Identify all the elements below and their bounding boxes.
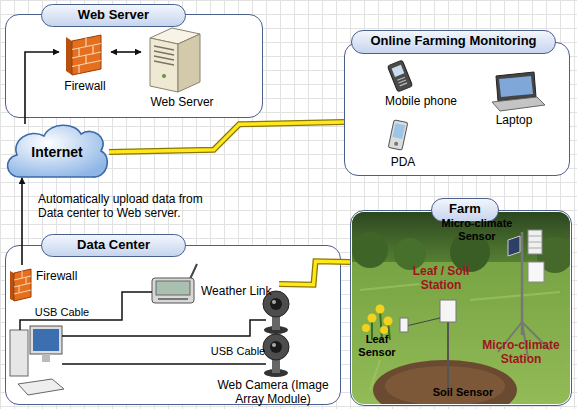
node-label: Firewall	[36, 269, 86, 285]
wireless-link	[109, 122, 344, 152]
panel-heading: Data Center	[41, 234, 186, 257]
node-label: Internet	[5, 143, 109, 161]
photo-callout: Leaf / Soil Station	[404, 264, 478, 292]
edge-label: Automatically upload data from Data cent…	[38, 192, 228, 220]
panel-heading: Online Farming Monitoring	[351, 30, 556, 54]
firewall-node: Firewall	[11, 265, 87, 303]
panel-group: Data CenterFirewallWeather LinkWeb Camer…	[5, 245, 341, 405]
device-node: Weather Link	[147, 263, 287, 307]
panel-group: Online Farming MonitoringMobile phoneLap…	[344, 42, 570, 176]
cable-label: USB Cable	[206, 345, 270, 358]
node-label: PDA	[381, 155, 425, 171]
panel-heading: Web Server	[41, 4, 186, 27]
photo-callout: Soil Sensor	[426, 386, 500, 399]
photo-callout: Micro-climate Station	[476, 338, 566, 366]
photo-callout: Micro-climate Sensor	[434, 217, 520, 243]
wireless-link	[109, 122, 344, 152]
device-node: PDA	[381, 119, 425, 171]
device-node: Laptop	[481, 71, 547, 125]
node-label: Weather Link	[201, 284, 285, 300]
node-label: Web Server	[135, 95, 229, 111]
firewall-node: Firewall	[59, 31, 111, 97]
photo-callout: Leaf Sensor	[354, 333, 400, 359]
device-node: Mobile phone	[373, 59, 469, 109]
server-node: Web Server	[141, 29, 223, 111]
wireless-link	[109, 122, 344, 152]
node-label: Mobile phone	[376, 94, 466, 110]
cloud-node: Internet	[5, 124, 109, 178]
node-label: Firewall	[51, 79, 119, 95]
panel-group: Web ServerFirewallWeb Server	[5, 14, 263, 118]
node-label: Laptop	[482, 113, 546, 129]
cable-label: USB Cable	[30, 306, 94, 319]
node-label: Web Camera (Image Array Module)	[209, 378, 337, 406]
